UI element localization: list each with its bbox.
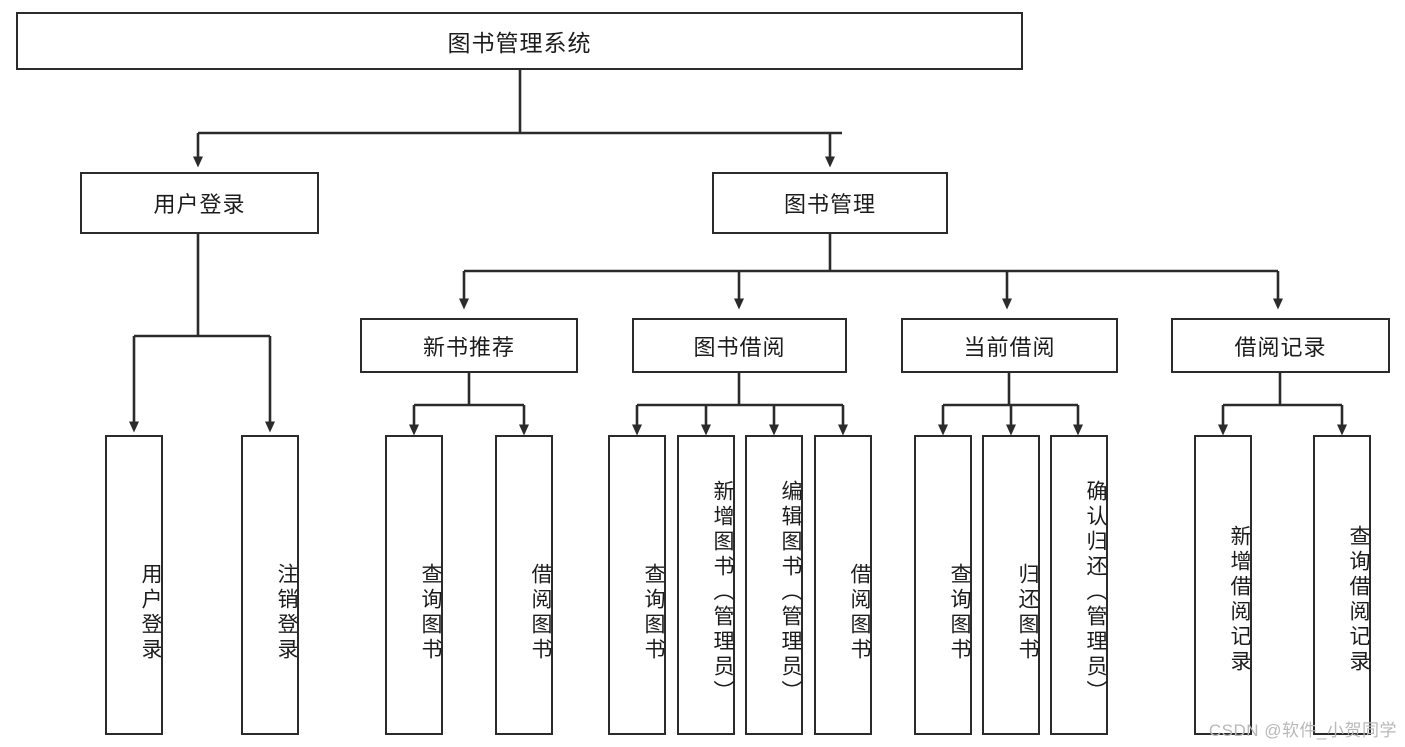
node-root-label: 图书管理系统 bbox=[447, 30, 592, 56]
node-user-login-label: 用户登录 bbox=[153, 192, 246, 217]
node-leaf-query-record-label: 查询借阅记录 bbox=[1347, 525, 1370, 675]
node-user-login[interactable]: 用户登录 bbox=[80, 172, 319, 234]
node-leaf-query-book-3-label: 查询图书 bbox=[948, 563, 971, 663]
node-leaf-borrow-book-2-label: 借阅图书 bbox=[848, 563, 871, 663]
node-root[interactable]: 图书管理系统 bbox=[16, 12, 1023, 70]
node-leaf-user-login[interactable]: 用户登录 bbox=[105, 435, 163, 735]
node-leaf-edit-book[interactable]: 编辑图书（管理员） bbox=[745, 435, 803, 735]
node-leaf-query-record[interactable]: 查询借阅记录 bbox=[1313, 435, 1371, 735]
node-new-book-recommend[interactable]: 新书推荐 bbox=[360, 318, 578, 373]
node-leaf-logout-login-label: 注销登录 bbox=[275, 563, 298, 663]
node-leaf-borrow-book-1[interactable]: 借阅图书 bbox=[495, 435, 553, 735]
node-book-manage-label: 图书管理 bbox=[783, 192, 876, 217]
node-book-manage[interactable]: 图书管理 bbox=[712, 172, 948, 234]
node-leaf-query-book-2[interactable]: 查询图书 bbox=[608, 435, 666, 735]
node-leaf-query-book-2-label: 查询图书 bbox=[642, 563, 665, 663]
node-borrow-record[interactable]: 借阅记录 bbox=[1171, 318, 1390, 373]
watermark: CSDN @软件_小贺同学 bbox=[1208, 721, 1397, 740]
node-leaf-user-login-label: 用户登录 bbox=[139, 563, 162, 663]
node-leaf-borrow-book-1-label: 借阅图书 bbox=[529, 563, 552, 663]
node-leaf-borrow-book-2[interactable]: 借阅图书 bbox=[814, 435, 872, 735]
node-leaf-logout-login[interactable]: 注销登录 bbox=[241, 435, 299, 735]
node-current-borrow[interactable]: 当前借阅 bbox=[901, 318, 1118, 373]
node-book-borrow-label: 图书借阅 bbox=[693, 334, 786, 360]
node-leaf-add-book-label: 新增图书（管理员） bbox=[711, 479, 734, 705]
node-leaf-add-book[interactable]: 新增图书（管理员） bbox=[677, 435, 735, 735]
node-leaf-query-book-3[interactable]: 查询图书 bbox=[914, 435, 972, 735]
node-leaf-query-book-1-label: 查询图书 bbox=[419, 563, 442, 663]
node-leaf-add-record[interactable]: 新增借阅记录 bbox=[1194, 435, 1252, 735]
node-leaf-add-record-label: 新增借阅记录 bbox=[1228, 525, 1251, 675]
node-borrow-record-label: 借阅记录 bbox=[1234, 334, 1327, 360]
node-new-book-recommend-label: 新书推荐 bbox=[422, 334, 515, 360]
node-leaf-query-book-1[interactable]: 查询图书 bbox=[385, 435, 443, 735]
node-current-borrow-label: 当前借阅 bbox=[963, 334, 1056, 360]
node-leaf-confirm-return-label: 确认归还（管理员） bbox=[1084, 479, 1107, 705]
node-leaf-confirm-return[interactable]: 确认归还（管理员） bbox=[1050, 435, 1108, 735]
node-leaf-return-book[interactable]: 归还图书 bbox=[982, 435, 1040, 735]
node-book-borrow[interactable]: 图书借阅 bbox=[632, 318, 847, 373]
node-leaf-return-book-label: 归还图书 bbox=[1016, 563, 1039, 663]
node-leaf-edit-book-label: 编辑图书（管理员） bbox=[779, 479, 802, 705]
